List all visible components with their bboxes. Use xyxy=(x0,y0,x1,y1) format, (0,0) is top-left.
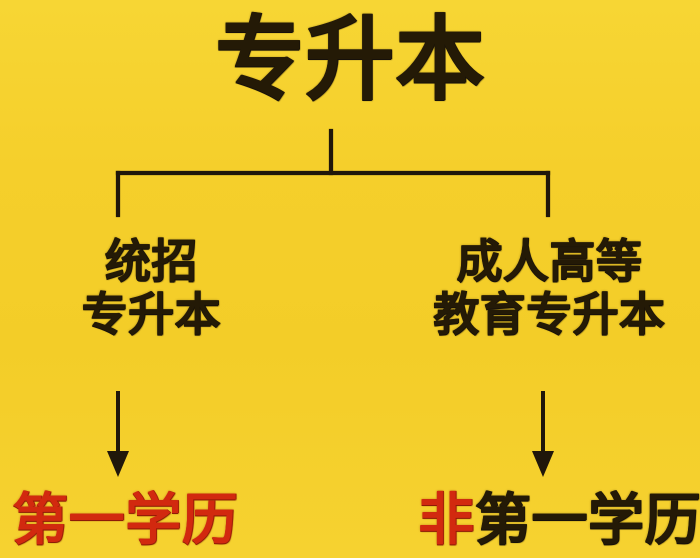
branch-node-right: 成人高等 教育专升本 xyxy=(418,235,680,341)
down-arrow-icon-left xyxy=(105,391,131,477)
down-arrow-icon-right xyxy=(530,391,556,477)
branch-right-line-2: 教育专升本 xyxy=(432,287,666,341)
root-node-title: 专升本 xyxy=(214,6,486,113)
branch-right-line-1: 成人高等 xyxy=(456,234,642,288)
outcome-label-right: 非第一学历 xyxy=(418,489,700,553)
outcome-right-text: 第一学历 xyxy=(474,488,700,553)
connector-bracket-right-drop xyxy=(546,171,550,217)
outcome-label-left: 第一学历 xyxy=(12,489,238,553)
outcome-left-text: 第一学历 xyxy=(12,488,239,553)
branch-left-line-1: 统招 xyxy=(104,234,198,288)
connector-stem-vertical xyxy=(329,129,333,175)
connector-bracket-left-drop xyxy=(116,171,120,217)
connector-bracket-horizontal xyxy=(116,171,550,175)
outcome-right-prefix: 非 xyxy=(418,488,475,553)
branch-node-left: 统招 专升本 xyxy=(22,235,280,341)
branch-left-line-2: 专升本 xyxy=(81,287,221,341)
